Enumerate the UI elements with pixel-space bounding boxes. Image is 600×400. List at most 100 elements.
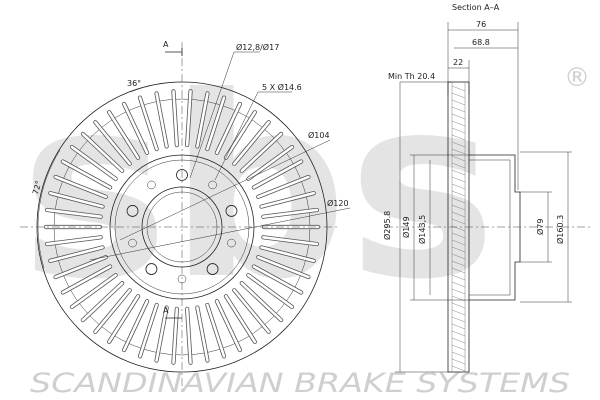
hatch-line	[451, 309, 466, 316]
brand-footer: SCANDINAVIAN BRAKE SYSTEMS	[30, 368, 570, 399]
section-view: Section A–A 76 68.8 22 Min Th 20.4 Ø295.…	[382, 3, 590, 373]
vane	[252, 160, 303, 189]
hatch-line	[451, 323, 466, 330]
vane	[215, 299, 242, 352]
hatch-line	[451, 120, 466, 127]
angle-arc-36	[129, 81, 183, 93]
vane	[94, 120, 132, 166]
vane	[48, 191, 104, 208]
vane	[61, 265, 112, 294]
hatch-line	[451, 162, 466, 169]
hatch-line	[451, 267, 466, 274]
hatch-line	[451, 316, 466, 323]
hatch-line	[451, 232, 466, 239]
outer-diameter-dim: Ø295.8	[382, 211, 392, 240]
vane	[260, 191, 316, 208]
bore-dim-section: Ø79	[535, 219, 545, 235]
hatch-line	[451, 148, 466, 155]
bolt-hole	[225, 205, 238, 217]
angle-72-label: 72°	[31, 180, 43, 196]
pcd-dim: Ø104	[308, 130, 330, 140]
bolt-hole	[176, 169, 188, 181]
min-thickness-dim: Min Th 20.4	[388, 72, 435, 81]
vane	[260, 246, 316, 263]
vane	[155, 92, 168, 148]
vane	[240, 281, 283, 322]
registered-mark: ®	[564, 63, 590, 93]
hatch-line	[451, 211, 466, 218]
vane	[256, 255, 310, 279]
vane	[185, 89, 192, 147]
vane	[70, 145, 117, 181]
vane	[45, 235, 102, 246]
hatch-line	[451, 183, 466, 190]
bolt-hole-dim: 5 X Ø14.6	[262, 82, 302, 92]
vane	[196, 92, 209, 148]
vane	[262, 208, 319, 219]
angle-arc-72	[37, 149, 61, 269]
vane	[155, 306, 168, 362]
vane	[215, 102, 242, 155]
hatch-line	[451, 169, 466, 176]
vane	[138, 96, 158, 151]
vane	[61, 160, 112, 189]
hatch-line	[451, 288, 466, 295]
vane	[252, 265, 303, 294]
thickness-dim: 22	[453, 58, 463, 67]
hatch-line	[451, 260, 466, 267]
hatch-line	[451, 365, 466, 372]
hatch-line	[451, 246, 466, 253]
hatch-line	[451, 134, 466, 141]
hatch-line	[451, 113, 466, 120]
vane	[122, 102, 149, 155]
bolt-hole	[206, 263, 219, 275]
angle-36-label: 36°	[127, 79, 141, 88]
vane	[94, 288, 132, 334]
vane	[247, 273, 294, 309]
hatch-line	[451, 141, 466, 148]
vane	[70, 273, 117, 309]
vane	[81, 281, 124, 322]
hatch-line	[451, 99, 466, 106]
vane	[196, 306, 209, 362]
vent-hole	[128, 238, 137, 248]
hatch-line	[451, 274, 466, 281]
vane	[232, 120, 270, 166]
hatch-line	[451, 218, 466, 225]
vane	[54, 175, 108, 199]
hatch-line	[451, 281, 466, 288]
flange-dim: Ø160.3	[555, 215, 565, 244]
bore-dim: Ø120	[327, 198, 349, 208]
vent-hole	[147, 180, 156, 190]
hatch-line	[451, 344, 466, 351]
hat-height-dim: 68.8	[472, 38, 490, 47]
vane	[48, 246, 104, 263]
vane	[232, 288, 270, 334]
vane	[185, 307, 192, 365]
hatch-line	[451, 85, 466, 92]
vane	[224, 110, 257, 160]
front-view: A A Ø12,8/Ø17 5 X Ø14.6 Ø104 Ø120 36° 72…	[20, 40, 351, 392]
vent-hole	[227, 238, 236, 248]
hatch-line	[451, 302, 466, 309]
bolt-holes	[126, 169, 238, 284]
hatch-line	[451, 106, 466, 113]
vent-hole-dim: Ø12,8/Ø17	[236, 42, 279, 52]
vane	[262, 235, 319, 246]
section-title: Section A–A	[452, 3, 500, 12]
hatch-line	[451, 190, 466, 197]
hatch-line	[451, 92, 466, 99]
hatch-line	[451, 330, 466, 337]
vent-hole	[208, 180, 217, 190]
hatch-line	[451, 204, 466, 211]
hat-od-dim: Ø149	[401, 216, 411, 238]
pcd-leader	[119, 139, 331, 241]
hat-inner-profile	[469, 159, 511, 296]
bolt-hole-leader	[214, 91, 292, 181]
hatch-line	[451, 239, 466, 246]
vane	[224, 294, 257, 344]
bolt-hole	[145, 263, 158, 275]
section-mark-top: A	[163, 40, 169, 49]
ring-hatching	[451, 85, 466, 372]
